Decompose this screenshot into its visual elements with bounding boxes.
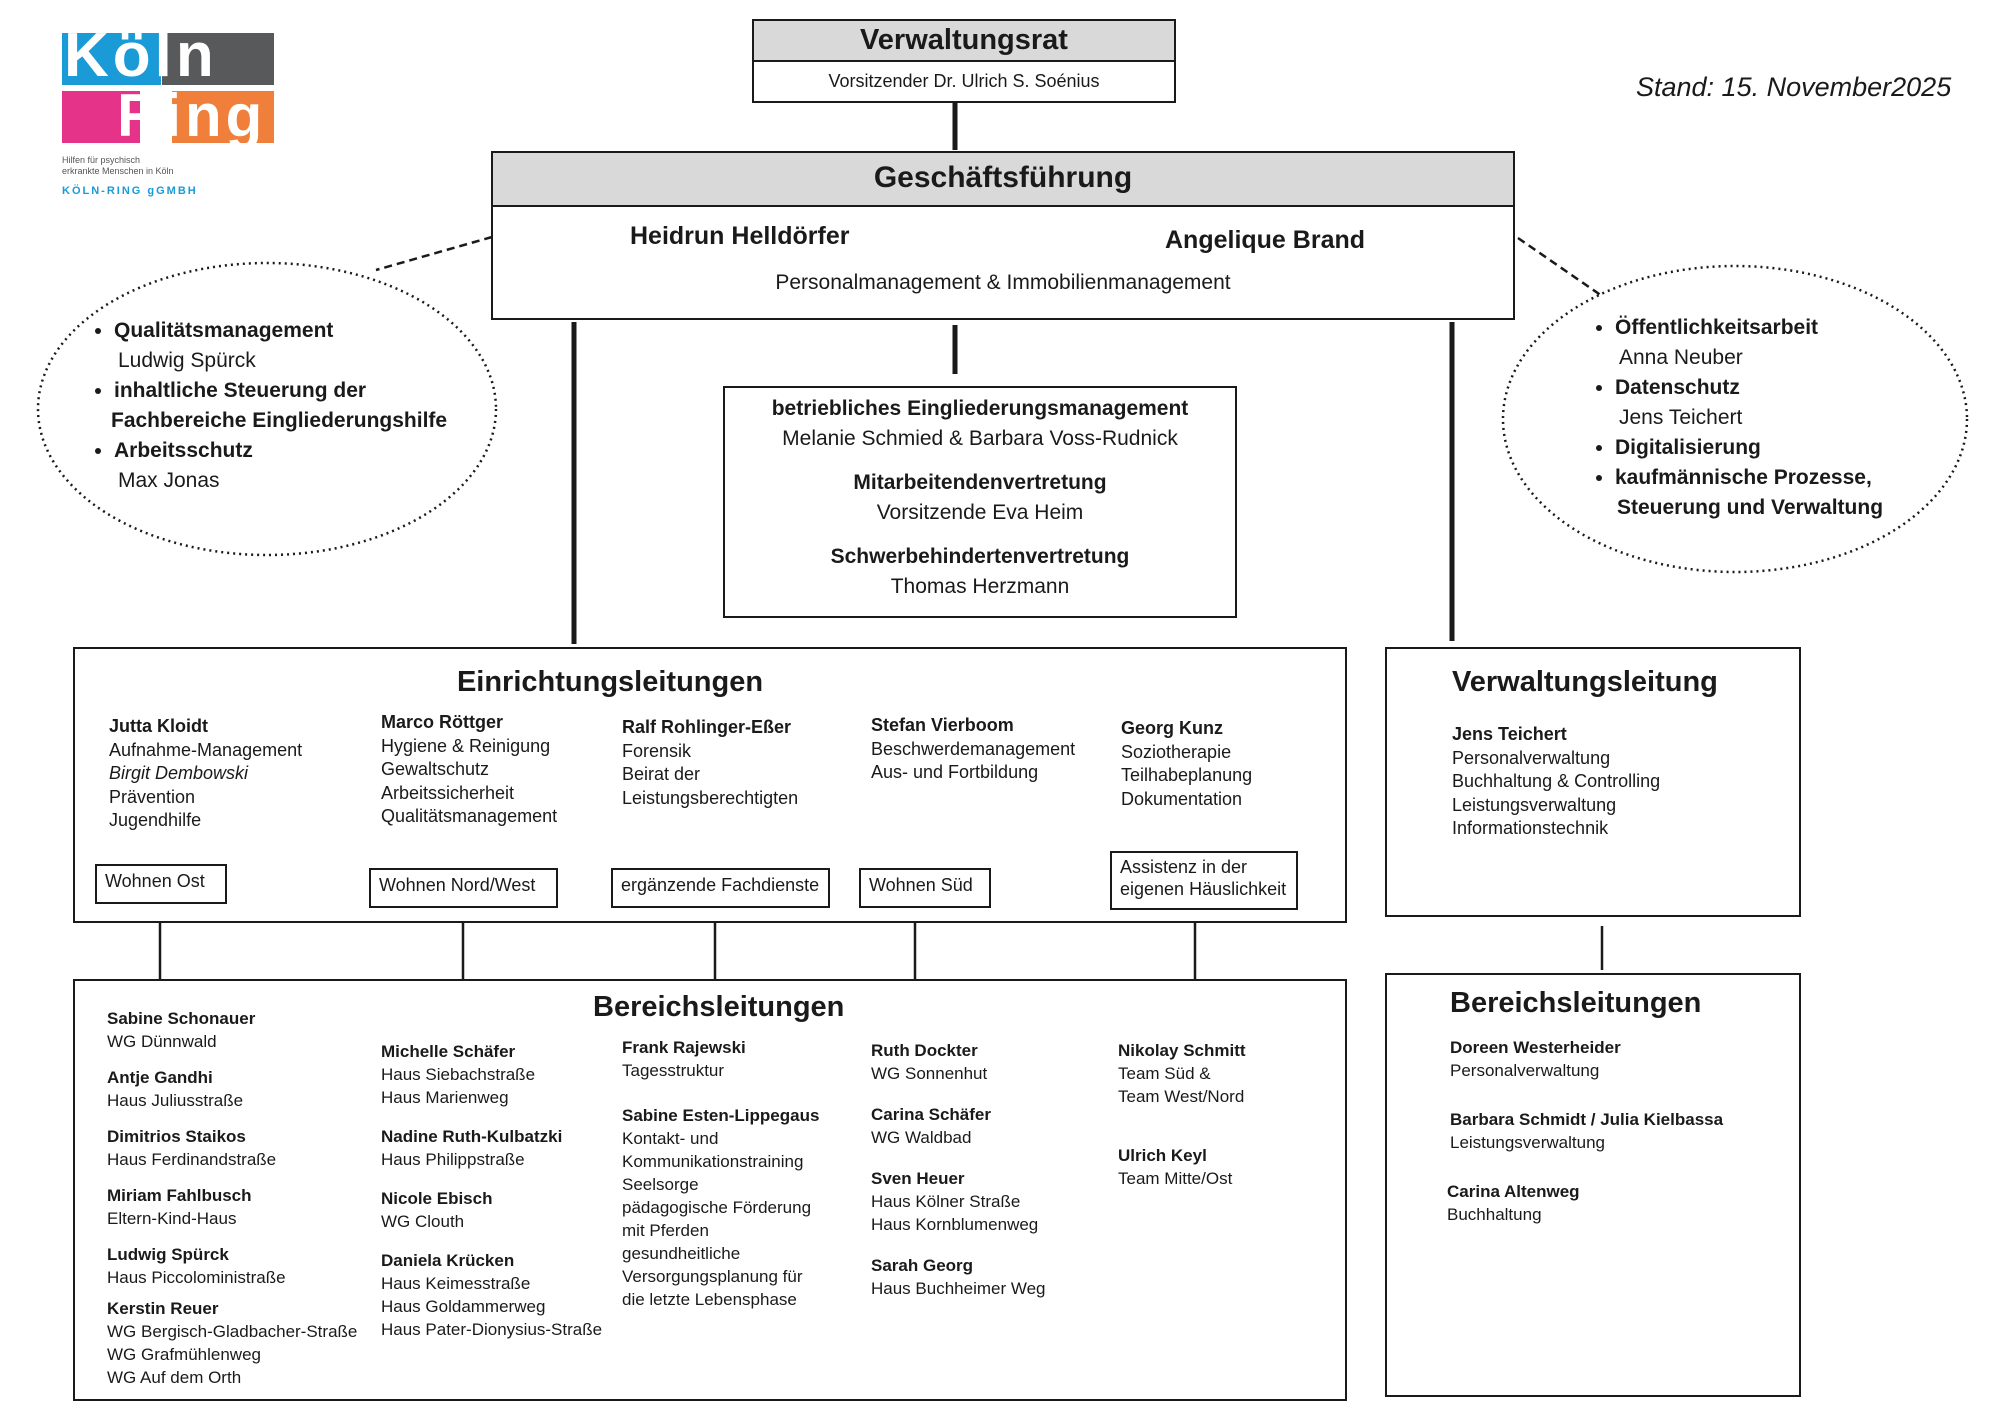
label-ergaenzende-fachdienste: ergänzende Fachdienste: [611, 868, 830, 908]
label-wohnen-sued: Wohnen Süd: [859, 868, 991, 908]
geschaeftsfuehrung-title: Geschäftsführung: [493, 153, 1513, 207]
bereich-entry: Sabine Esten-Lippegaus Kontakt- und Komm…: [622, 1106, 820, 1309]
logo-company-name: KÖLN-RING gGMBH: [62, 185, 198, 197]
einrichtung-col-roettger: Marco Röttger Hygiene & Reinigung Gewalt…: [381, 712, 558, 826]
gf-subtitle: Personalmanagement & Immobilienmanagemen…: [775, 271, 1231, 294]
label-wohnen-nordwest: Wohnen Nord/West: [369, 868, 558, 908]
einrichtung-col-kloidt: Jutta Kloidt Aufnahme-Management Birgit …: [109, 716, 303, 830]
einrichtung-col-vierboom: Stefan Vierboom Beschwerdemanagement Aus…: [871, 715, 1076, 782]
logo-tagline-1: Hilfen für psychisch: [62, 155, 141, 165]
mav-title: Mitarbeitendenvertretung: [853, 471, 1107, 494]
logo-tagline-2: erkrankte Menschen in Köln: [62, 166, 174, 176]
verwaltungsleitung-title: Verwaltungsleitung: [1452, 666, 1718, 698]
sbv-title: Schwerbehindertenvertretung: [830, 545, 1130, 568]
verwaltungsrat-chair: Vorsitzender Dr. Ulrich S. Soénius: [828, 71, 1100, 91]
right-oval: [1501, 264, 1969, 574]
verwaltungsrat-title: Verwaltungsrat: [754, 21, 1174, 62]
bereichsleitungen-verwaltung-title: Bereichsleitungen: [1450, 987, 1702, 1019]
verwaltungsleitung-details: Jens Teichert Personalverwaltung Buchhal…: [1452, 724, 1661, 838]
einrichtungsleitungen-title: Einrichtungsleitungen: [456, 666, 764, 698]
verwaltungsrat-box: Verwaltungsrat Vorsitzender Dr. Ulrich S…: [752, 19, 1176, 103]
bem-names: Melanie Schmied & Barbara Voss-Rudnick: [782, 427, 1178, 450]
bem-title: betriebliches Eingliederungsmanagement: [771, 397, 1189, 420]
left-oval: [36, 261, 498, 557]
gf-to-right-oval-line: [1517, 236, 1603, 298]
date-stamp: Stand: 15. November2025: [1636, 72, 1952, 102]
geschaeftsfuehrung-box: Geschäftsführung Heidrun Helldörfer Ange…: [491, 151, 1515, 320]
sbv-names: Thomas Herzmann: [890, 575, 1070, 598]
company-logo: Köln Ring Hilfen für psychisch erkrankte…: [62, 23, 276, 203]
gf-person-brand: Angelique Brand: [1165, 226, 1366, 254]
mav-names: Vorsitzende Eva Heim: [876, 501, 1084, 524]
representation-box: betriebliches Eingliederungsmanagement M…: [723, 386, 1237, 618]
bereichsleitungen-title: Bereichsleitungen: [593, 991, 845, 1023]
label-assistenz: Assistenz in der eigenen Häuslichkeit: [1110, 851, 1298, 910]
verwaltungsleitung-box: Verwaltungsleitung Jens Teichert Persona…: [1385, 647, 1801, 917]
logo-word-koeln: Köln: [64, 21, 218, 90]
label-wohnen-ost: Wohnen Ost: [95, 864, 227, 904]
logo-word-ring: Ring: [117, 82, 267, 149]
einrichtung-col-kunz: Georg Kunz Soziotherapie Teilhabeplanung…: [1121, 718, 1253, 809]
einrichtung-col-rohlinger: Ralf Rohlinger-Eßer Forensik Beirat der …: [622, 717, 799, 808]
gf-person-helldoerfer: Heidrun Helldörfer: [630, 222, 850, 250]
gf-to-left-oval-line: [375, 235, 493, 272]
right-oval-item: kaufmännische Prozesse,Steuerung und Ver…: [1615, 463, 1949, 523]
right-oval-item: Digitalisierung: [1615, 433, 1949, 463]
